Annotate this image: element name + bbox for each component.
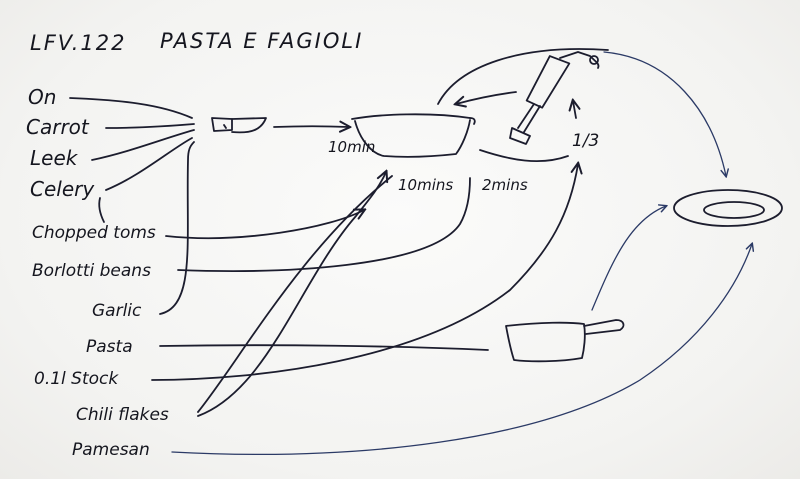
line-celery-to-knife bbox=[105, 137, 193, 191]
pot-time-first: 10min bbox=[328, 138, 375, 156]
line-chili-secondary bbox=[197, 175, 393, 413]
ingredient-pasta: Pasta bbox=[86, 337, 133, 357]
ingredient-onion: On bbox=[28, 85, 56, 109]
ingredient-carrot: Carrot bbox=[26, 115, 90, 139]
pot-time-second: 10mins bbox=[398, 176, 453, 194]
ingredient-chili-flakes: Chili flakes bbox=[76, 405, 169, 425]
arrow-parmesan-to-plate bbox=[171, 244, 752, 455]
ingredient-parmesan: Pamesan bbox=[72, 440, 150, 460]
line-celery-tail bbox=[98, 197, 105, 223]
arrow-chili-to-pot bbox=[197, 172, 386, 417]
arrow-pot-to-blender bbox=[437, 48, 609, 105]
line-pasta-to-saucepan bbox=[159, 344, 489, 351]
arrow-blender-to-plate bbox=[603, 51, 726, 176]
line-onion-to-knife bbox=[69, 97, 193, 119]
arrow-stock-to-pot bbox=[151, 164, 578, 381]
ingredient-stock: 0.1l Stock bbox=[34, 369, 119, 389]
knife-icon bbox=[211, 117, 267, 134]
ingredient-borlotti-beans: Borlotti beans bbox=[32, 261, 151, 281]
blend-fraction: 1/3 bbox=[572, 131, 599, 151]
ingredient-celery: Celery bbox=[30, 177, 95, 201]
arrow-toms-to-pot bbox=[165, 210, 364, 239]
pot-icon bbox=[351, 113, 476, 158]
arrow-saucepan-to-plate bbox=[591, 206, 666, 311]
pot-time-third: 2mins bbox=[482, 176, 528, 194]
hand-blender-icon bbox=[509, 51, 600, 145]
ingredient-chopped-toms: Chopped toms bbox=[32, 223, 156, 243]
line-beans-to-pot bbox=[177, 177, 471, 272]
ingredient-leek: Leek bbox=[30, 146, 79, 170]
recipe-code: LFV.122 bbox=[30, 31, 127, 55]
arrow-blender-to-pot bbox=[456, 91, 517, 104]
ingredient-garlic: Garlic bbox=[92, 301, 142, 321]
line-leek-to-knife bbox=[91, 129, 195, 161]
plate-icon bbox=[673, 189, 783, 227]
prep-lines bbox=[69, 97, 195, 315]
arrow-knife-to-pot bbox=[273, 126, 349, 127]
recipe-title: PASTA E FAGIOLI bbox=[160, 29, 363, 53]
saucepan-icon bbox=[505, 319, 625, 363]
line-carrot-to-knife bbox=[105, 123, 195, 129]
arrow-up-to-blender bbox=[573, 101, 576, 119]
line-pot-to-fraction bbox=[479, 149, 569, 162]
line-garlic-to-knife bbox=[159, 141, 195, 315]
